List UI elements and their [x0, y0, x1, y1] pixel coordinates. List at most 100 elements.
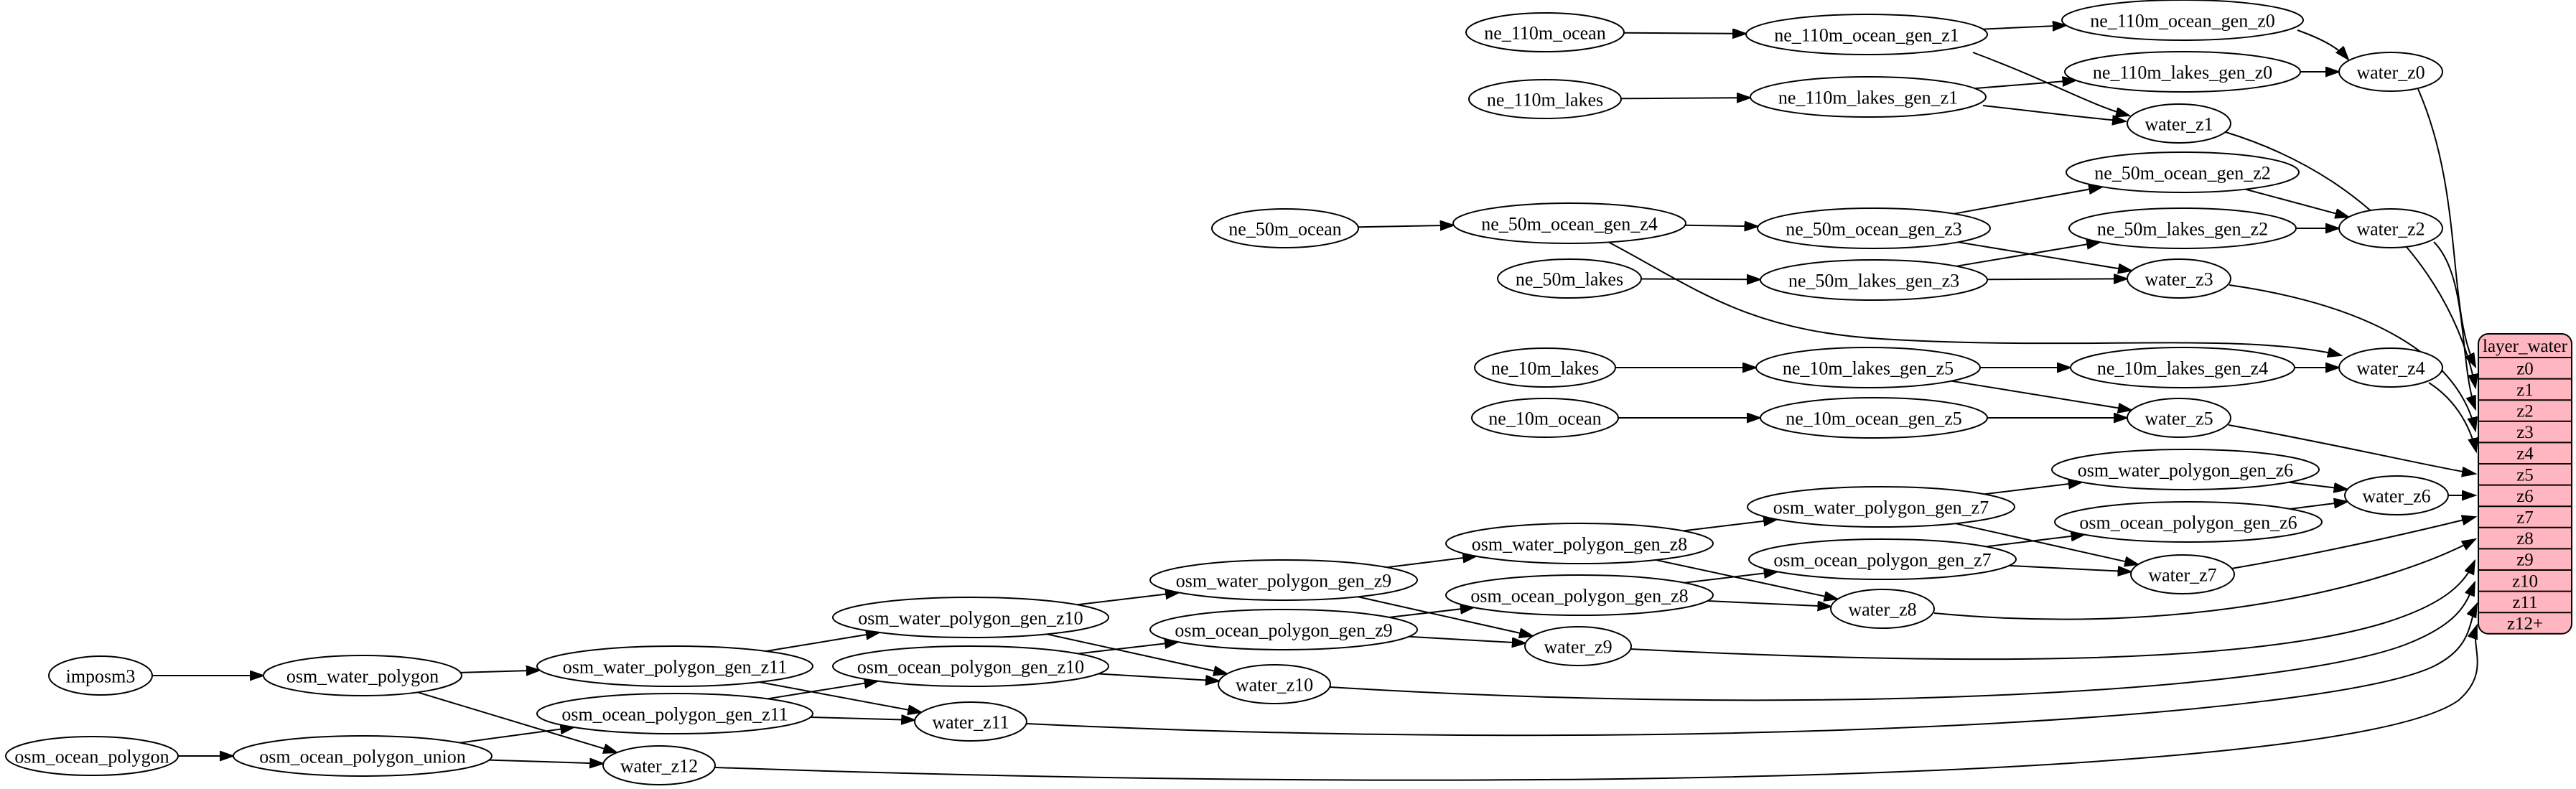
- node-ellipse-osm_ocean_polygon_gen_z6: [2054, 501, 2323, 543]
- node-ne_50m_lakes_gen_z2: ne_50m_lakes_gen_z2: [2068, 207, 2297, 249]
- node-ne_50m_ocean: ne_50m_ocean: [1211, 208, 1359, 248]
- node-label-water_z8: water_z8: [1848, 599, 1916, 620]
- edge-osm_water_polygon_gen_z8->osm_water_polygon_gen_z7: [1683, 520, 1777, 532]
- node-osm_ocean_polygon_gen_z7: osm_ocean_polygon_gen_z7: [1748, 538, 2017, 580]
- node-ellipse-ne_110m_ocean: [1465, 12, 1625, 52]
- node-ellipse-osm_ocean_polygon: [5, 736, 179, 776]
- edge-water_z11->layer_water.z11: [1026, 604, 2477, 737]
- edge-water_z12->layer_water.z12+: [714, 625, 2478, 781]
- node-label-osm_water_polygon_gen_z11: osm_water_polygon_gen_z11: [563, 657, 787, 678]
- edge-osm_water_polygon_gen_z10->osm_water_polygon_gen_z9: [1077, 592, 1180, 606]
- node-label-ne_10m_ocean: ne_10m_ocean: [1488, 408, 1601, 429]
- edge-osm_ocean_polygon_gen_z9->water_z9: [1409, 635, 1526, 643]
- node-label-osm_ocean_polygon_gen_z7: osm_ocean_polygon_gen_z7: [1773, 550, 1991, 571]
- node-ne_50m_ocean_gen_z4: ne_50m_ocean_gen_z4: [1452, 202, 1686, 244]
- node-ellipse-ne_50m_ocean_gen_z4: [1452, 202, 1686, 244]
- edge-ne_110m_ocean_gen_z1->water_z1: [1972, 52, 2129, 116]
- node-label-ne_110m_lakes_gen_z0: ne_110m_lakes_gen_z0: [2093, 62, 2272, 83]
- edge-osm_water_polygon_gen_z10->water_z10: [1046, 633, 1227, 673]
- node-ellipse-water_z11: [914, 701, 1027, 742]
- node-ellipse-ne_50m_lakes_gen_z2: [2068, 207, 2297, 249]
- edge-osm_ocean_polygon_gen_z9->osm_ocean_polygon_gen_z8: [1389, 607, 1474, 618]
- edge-water_z7->layer_water.z7: [2231, 517, 2475, 569]
- node-water_z6: water_z6: [2344, 475, 2449, 515]
- node-osm_ocean_polygon_gen_z10: osm_ocean_polygon_gen_z10: [832, 645, 1109, 687]
- node-label-water_z0: water_z0: [2356, 62, 2425, 83]
- node-ellipse-ne_110m_ocean_gen_z0: [2061, 0, 2304, 41]
- node-ellipse-osm_water_polygon_gen_z9: [1149, 559, 1418, 601]
- edge-osm_ocean_polygon_union->water_z12: [489, 760, 603, 764]
- node-label-ne_50m_lakes_gen_z3: ne_50m_lakes_gen_z3: [1788, 271, 1959, 291]
- node-water_z10: water_z10: [1218, 664, 1331, 704]
- edge-ne_50m_lakes_gen_z3->ne_50m_lakes_gen_z2: [1956, 242, 2100, 267]
- node-ellipse-ne_110m_lakes_gen_z1: [1750, 76, 1987, 118]
- node-ellipse-ne_110m_lakes: [1468, 79, 1622, 119]
- node-osm_water_polygon: osm_water_polygon: [263, 655, 462, 696]
- node-ellipse-osm_ocean_polygon_gen_z11: [536, 693, 813, 734]
- edge-osm_ocean_polygon_gen_z8->water_z8: [1707, 600, 1831, 607]
- edge-ne_110m_ocean->ne_110m_ocean_gen_z1: [1623, 33, 1746, 34]
- node-label-osm_water_polygon: osm_water_polygon: [286, 666, 439, 687]
- node-label-osm_ocean_polygon_gen_z10: osm_ocean_polygon_gen_z10: [857, 657, 1084, 678]
- node-ellipse-water_z5: [2127, 398, 2231, 438]
- node-ellipse-water_z1: [2127, 103, 2231, 144]
- node-osm_ocean_polygon_gen_z8: osm_ocean_polygon_gen_z8: [1445, 574, 1714, 616]
- node-ne_10m_lakes_gen_z5: ne_10m_lakes_gen_z5: [1755, 347, 1981, 388]
- node-osm_ocean_polygon_gen_z11: osm_ocean_polygon_gen_z11: [536, 693, 813, 734]
- node-water_z4: water_z4: [2338, 347, 2443, 388]
- node-label-osm_water_polygon_gen_z9: osm_water_polygon_gen_z9: [1176, 571, 1391, 592]
- node-water_z0: water_z0: [2338, 52, 2443, 92]
- node-ne_50m_ocean_gen_z2: ne_50m_ocean_gen_z2: [2066, 151, 2300, 193]
- node-label-ne_110m_ocean_gen_z1: ne_110m_ocean_gen_z1: [1774, 25, 1959, 46]
- node-ne_110m_ocean_gen_z1: ne_110m_ocean_gen_z1: [1745, 14, 1988, 55]
- node-ellipse-ne_50m_ocean_gen_z3: [1757, 207, 1991, 249]
- edge-ne_50m_ocean_gen_z4->ne_50m_ocean_gen_z3: [1685, 225, 1758, 227]
- edge-ne_50m_ocean_gen_z3->water_z3: [1958, 241, 2132, 271]
- edge-ne_110m_lakes_gen_z1->water_z1: [1982, 105, 2126, 121]
- node-ne_50m_lakes_gen_z3: ne_50m_lakes_gen_z3: [1760, 259, 1988, 301]
- node-ellipse-ne_10m_lakes: [1474, 347, 1616, 388]
- node-ellipse-ne_10m_ocean_gen_z5: [1760, 397, 1988, 439]
- node-label-ne_50m_ocean: ne_50m_ocean: [1228, 219, 1341, 240]
- edge-osm_water_polygon_gen_z11->osm_water_polygon_gen_z10: [765, 632, 879, 652]
- edge-water_z5->layer_water.z5: [2228, 424, 2475, 474]
- record-row-z9: z9: [2516, 551, 2534, 570]
- node-layer: ne_110m_ocean ne_110m_ocean_gen_z1 ne_110m…: [5, 0, 2449, 785]
- node-ne_110m_ocean_gen_z0: ne_110m_ocean_gen_z0: [2061, 0, 2304, 41]
- edge-osm_ocean_polygon_gen_z10->water_z10: [1098, 673, 1219, 681]
- node-ellipse-water_z4: [2338, 347, 2443, 388]
- node-label-water_z1: water_z1: [2145, 114, 2213, 135]
- node-label-ne_50m_lakes_gen_z2: ne_50m_lakes_gen_z2: [2097, 219, 2268, 240]
- edge-ne_50m_ocean_gen_z3->ne_50m_ocean_gen_z2: [1954, 187, 2102, 215]
- node-ellipse-osm_water_polygon_gen_z7: [1747, 486, 2015, 528]
- edge-ne_110m_ocean_gen_z0->water_z0: [2297, 29, 2348, 60]
- edge-osm_water_polygon->osm_water_polygon_gen_z11: [460, 671, 540, 673]
- node-osm_water_polygon_gen_z6: osm_water_polygon_gen_z6: [2051, 449, 2320, 490]
- record-row-z1: z1: [2516, 381, 2534, 400]
- edge-osm_ocean_polygon_gen_z7->water_z7: [2009, 564, 2131, 572]
- edge-water_z0->layer_water.z0: [2417, 88, 2475, 367]
- node-ellipse-water_z0: [2338, 52, 2443, 92]
- node-label-water_z2: water_z2: [2356, 219, 2425, 240]
- node-osm_water_polygon_gen_z8: osm_water_polygon_gen_z8: [1445, 523, 1714, 564]
- node-ellipse-water_z9: [1524, 626, 1632, 666]
- node-ellipse-ne_10m_lakes_gen_z4: [2070, 347, 2295, 388]
- edge-osm_ocean_polygon_gen_z7->osm_ocean_polygon_gen_z6: [1986, 535, 2085, 548]
- edge-ne_10m_lakes_gen_z5->water_z5: [1951, 380, 2132, 411]
- node-ellipse-water_z7: [2130, 554, 2235, 594]
- node-ne_110m_lakes_gen_z1: ne_110m_lakes_gen_z1: [1750, 76, 1987, 118]
- node-label-ne_10m_lakes: ne_10m_lakes: [1491, 358, 1599, 379]
- record-row-z12+: z12+: [2507, 615, 2543, 634]
- node-label-ne_110m_lakes: ne_110m_lakes: [1487, 90, 1603, 111]
- record-row-z11: z11: [2512, 593, 2537, 612]
- node-ellipse-osm_water_polygon_gen_z8: [1445, 523, 1714, 564]
- node-label-ne_50m_lakes: ne_50m_lakes: [1516, 269, 1623, 290]
- node-label-ne_110m_ocean: ne_110m_ocean: [1484, 23, 1605, 44]
- node-ellipse-osm_ocean_polygon_gen_z10: [832, 645, 1109, 687]
- node-label-water_z10: water_z10: [1236, 675, 1313, 696]
- node-label-ne_50m_ocean_gen_z4: ne_50m_ocean_gen_z4: [1481, 214, 1657, 235]
- node-label-water_z11: water_z11: [932, 712, 1009, 733]
- node-ne_10m_ocean_gen_z5: ne_10m_ocean_gen_z5: [1760, 397, 1988, 439]
- node-ne_10m_lakes_gen_z4: ne_10m_lakes_gen_z4: [2070, 347, 2295, 388]
- node-ellipse-imposm3: [48, 655, 153, 696]
